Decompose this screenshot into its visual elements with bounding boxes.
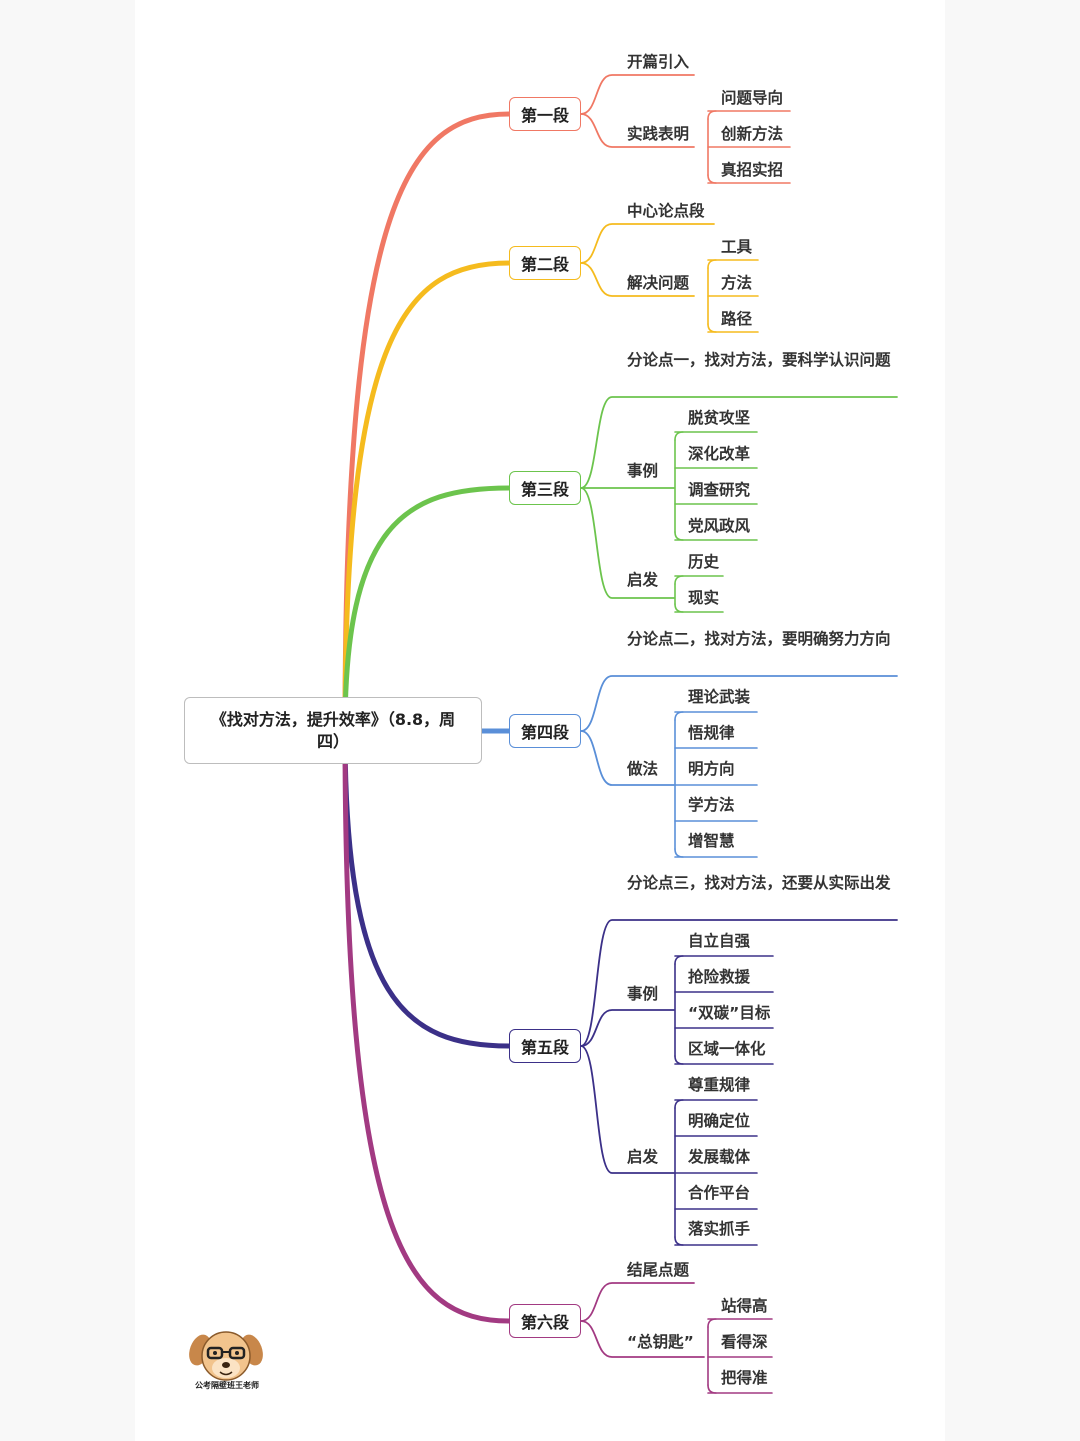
subtopic-node[interactable]: 学方法 — [688, 796, 735, 814]
segment-node-2[interactable]: 第二段 — [509, 246, 581, 280]
subtopic-node[interactable]: 路径 — [721, 310, 753, 328]
branch-connector — [580, 487, 675, 599]
subtopic-node[interactable]: 抢险救援 — [688, 968, 751, 986]
subtopic-node[interactable]: 真招实招 — [721, 161, 784, 179]
subtopic-node[interactable]: 尊重规律 — [688, 1076, 751, 1094]
bracket-corner — [674, 603, 684, 613]
bracket-corner — [674, 711, 684, 721]
segment-node-4[interactable]: 第四段 — [509, 714, 581, 748]
topic-node[interactable]: 分论点二，找对方法，要明确努力方向 — [627, 630, 891, 648]
bracket-corner — [674, 1055, 684, 1065]
main-branch — [342, 485, 512, 734]
segment-label: 第一段 — [520, 106, 569, 125]
root-topic-label: 《找对方法，提升效率》（8.8，周四） — [210, 709, 456, 751]
segment-node-5[interactable]: 第五段 — [509, 1029, 581, 1063]
subtopic-node[interactable]: 调查研究 — [688, 481, 751, 499]
topic-node[interactable]: “总钥匙” — [627, 1333, 694, 1351]
bracket-corner — [674, 431, 684, 441]
subtopic-node[interactable]: 看得深 — [721, 1333, 768, 1351]
bracket-corner — [707, 1318, 717, 1328]
bracket-corner — [674, 1099, 684, 1109]
watermark-text: 公考隔壁班王老师 — [195, 1381, 259, 1390]
segment-node-6[interactable]: 第六段 — [509, 1304, 581, 1338]
branch-connector — [580, 730, 675, 786]
subtopic-node[interactable]: 深化改革 — [688, 445, 751, 463]
subtopic-node[interactable]: 增智慧 — [688, 832, 735, 850]
branch-connector — [580, 1045, 675, 1174]
subtopic-node[interactable]: 党风政风 — [688, 517, 751, 535]
segment-label: 第六段 — [520, 1313, 569, 1332]
topic-node[interactable]: 结尾点题 — [627, 1261, 690, 1279]
subtopic-node[interactable]: 区域一体化 — [688, 1040, 766, 1058]
bracket-corner — [674, 848, 684, 858]
segment-label: 第三段 — [520, 480, 569, 499]
dog-teacher-mascot-icon — [189, 1331, 263, 1381]
subtopic-node[interactable]: 发展载体 — [688, 1148, 751, 1166]
subtopic-node[interactable]: 明确定位 — [688, 1112, 751, 1130]
branch-connector — [580, 1282, 695, 1322]
subtopic-node[interactable]: 悟规律 — [688, 724, 735, 742]
segment-node-3[interactable]: 第三段 — [509, 471, 581, 505]
bracket-corner — [707, 110, 717, 120]
bracket-corner — [707, 259, 717, 269]
main-branch — [342, 728, 512, 1324]
subtopic-node[interactable]: 方法 — [721, 274, 753, 292]
branch-connector — [580, 1320, 705, 1358]
subtopic-node[interactable]: “双碳”目标 — [688, 1004, 771, 1022]
bracket-corner — [674, 955, 684, 965]
topic-node[interactable]: 开篇引入 — [627, 53, 690, 71]
segment-label: 第五段 — [520, 1038, 569, 1057]
topic-node[interactable]: 启发 — [627, 1148, 659, 1166]
topic-node[interactable]: 解决问题 — [627, 274, 690, 292]
main-branch — [342, 728, 512, 1049]
branch-connector — [580, 919, 898, 1047]
bracket-corner — [707, 1384, 717, 1394]
subtopic-node[interactable]: 创新方法 — [721, 125, 784, 143]
topic-node[interactable]: 中心论点段 — [627, 202, 705, 220]
segment-node-1[interactable]: 第一段 — [509, 97, 581, 131]
subtopic-node[interactable]: 落实抓手 — [688, 1220, 751, 1238]
subtopic-node[interactable]: 把得准 — [721, 1369, 768, 1387]
topic-node[interactable]: 做法 — [627, 760, 659, 778]
topic-node[interactable]: 分论点三，找对方法，还要从实际出发 — [627, 874, 891, 892]
topic-node[interactable]: 事例 — [627, 985, 659, 1003]
subtopic-node[interactable]: 现实 — [688, 589, 720, 607]
subtopic-node[interactable]: 合作平台 — [688, 1184, 751, 1202]
topic-node[interactable]: 事例 — [627, 462, 659, 480]
subtopic-node[interactable]: 站得高 — [721, 1297, 768, 1315]
bracket-corner — [674, 575, 684, 585]
bracket-corner — [707, 323, 717, 333]
subtopic-node[interactable]: 脱贫攻坚 — [688, 409, 751, 427]
subtopic-node[interactable]: 工具 — [721, 238, 753, 256]
bracket-corner — [707, 174, 717, 184]
branch-connector — [580, 113, 695, 148]
branch-connector — [580, 262, 695, 297]
subtopic-node[interactable]: 问题导向 — [721, 89, 784, 107]
bracket-corner — [674, 531, 684, 541]
topic-node[interactable]: 启发 — [627, 571, 659, 589]
branch-connector — [580, 74, 695, 115]
branch-connector — [580, 396, 898, 489]
topic-node[interactable]: 实践表明 — [627, 125, 690, 143]
segment-label: 第四段 — [520, 723, 569, 742]
root-topic[interactable]: 《找对方法，提升效率》（8.8，周四） — [184, 697, 482, 764]
branch-connector — [580, 675, 898, 732]
subtopic-node[interactable]: 明方向 — [688, 760, 735, 778]
topic-node[interactable]: 分论点一，找对方法，要科学认识问题 — [627, 351, 891, 369]
subtopic-node[interactable]: 历史 — [688, 553, 720, 571]
subtopic-node[interactable]: 理论武装 — [688, 688, 751, 706]
segment-label: 第二段 — [520, 255, 569, 274]
main-branch — [342, 111, 512, 734]
subtopic-node[interactable]: 自立自强 — [688, 932, 751, 950]
main-branch — [342, 260, 512, 734]
bracket-corner — [674, 1236, 684, 1246]
branch-connector — [580, 223, 715, 264]
branch-connector — [580, 1009, 675, 1047]
